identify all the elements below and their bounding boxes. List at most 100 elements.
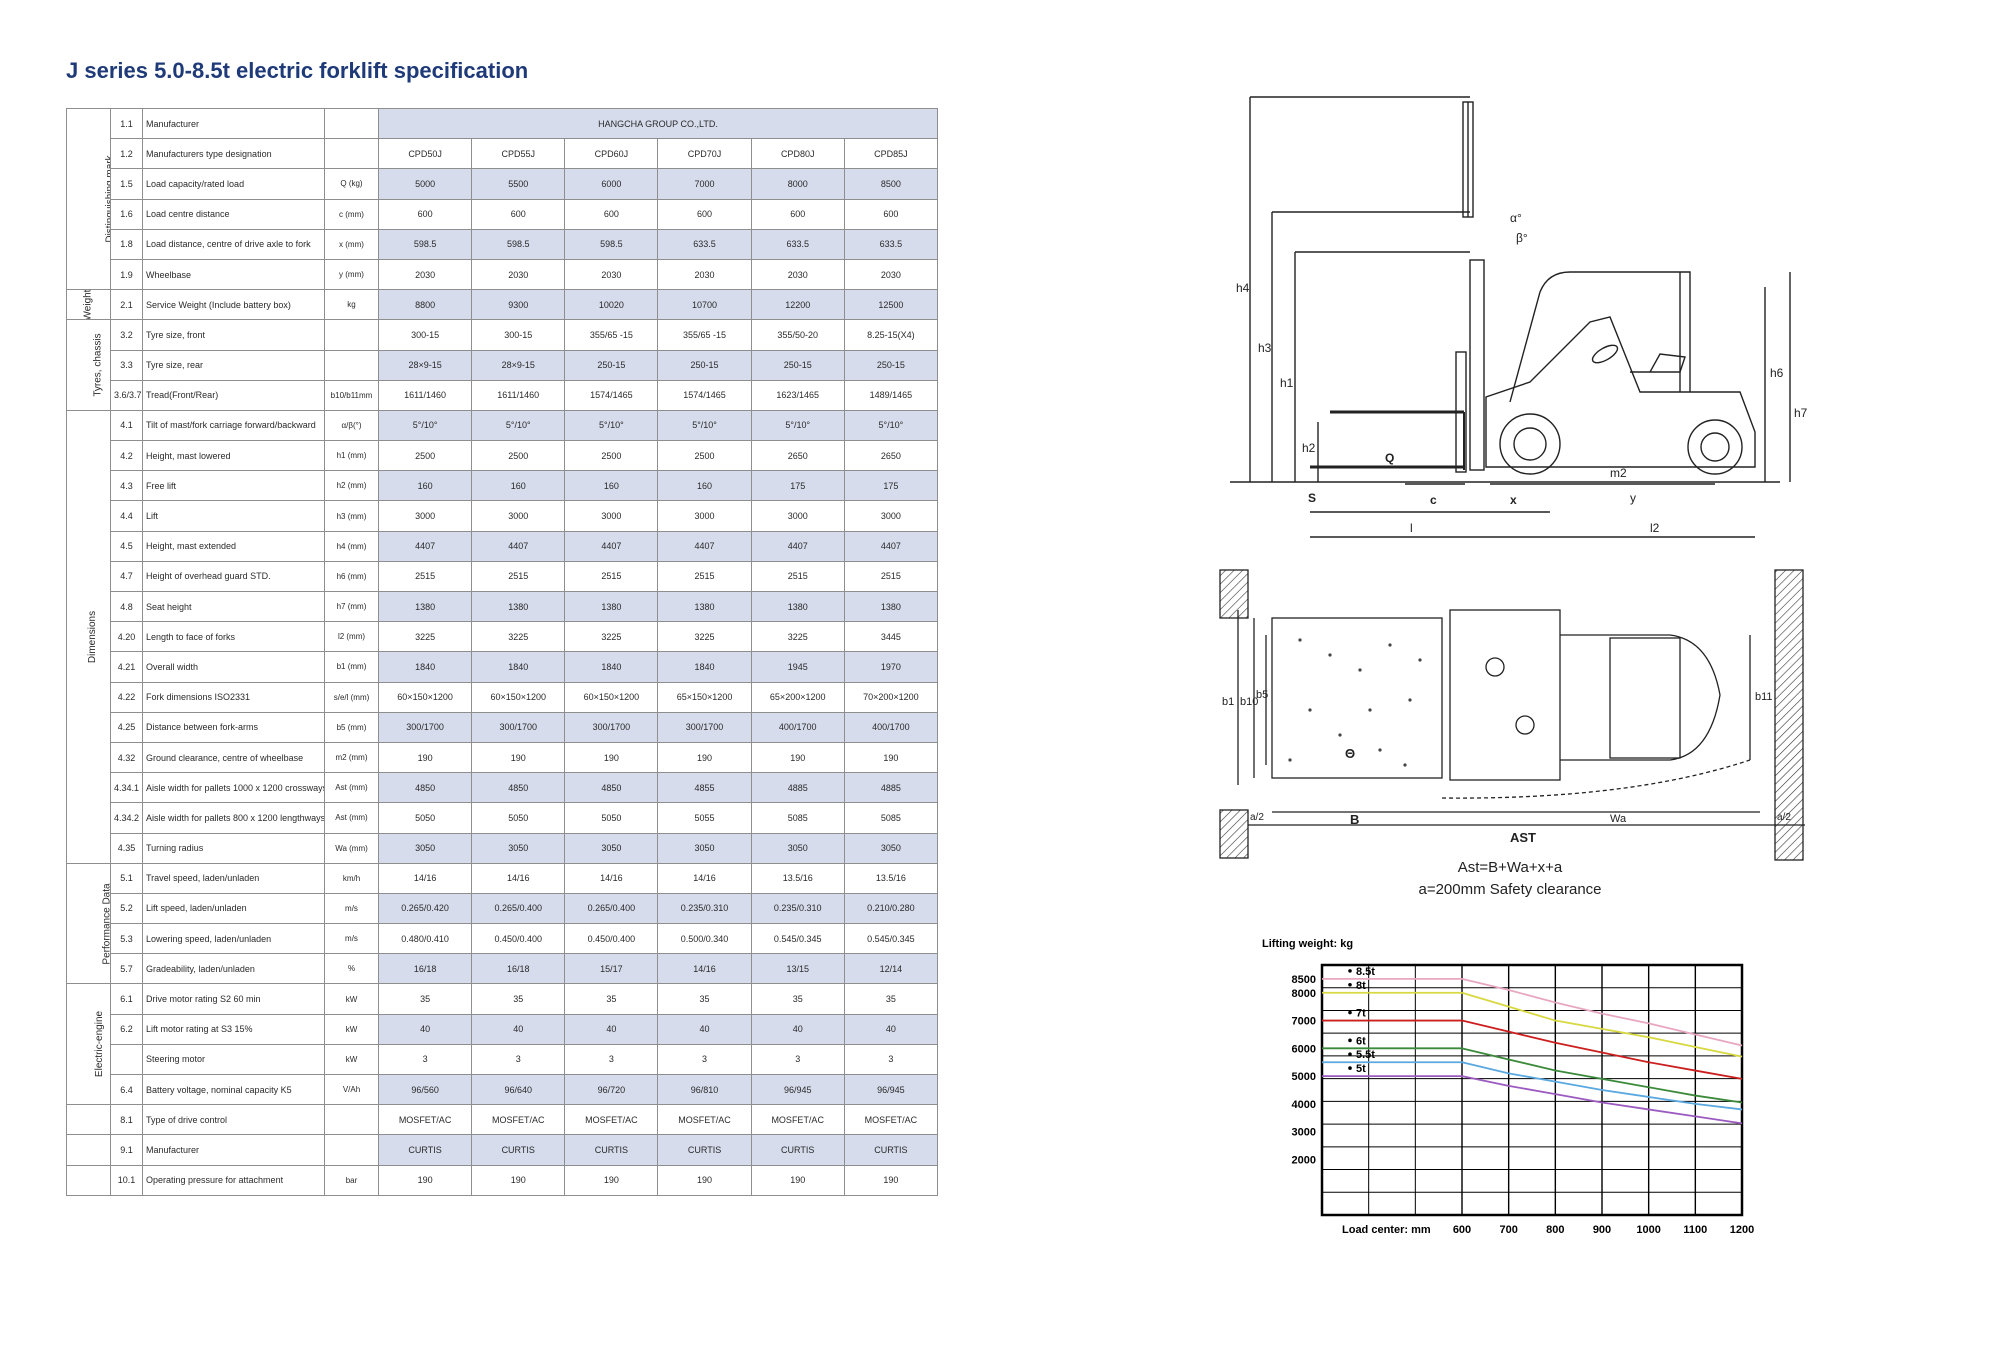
spec-value-cell: 3000	[377, 500, 473, 532]
spec-value-cell: 633.5	[750, 228, 845, 260]
spec-item-unit	[324, 1104, 379, 1136]
spec-item-number: 6.1	[110, 983, 143, 1015]
spec-item-number: 5.3	[110, 923, 143, 955]
spec-value-cell: 3000	[471, 500, 566, 532]
chart-legend-label: 5.5t	[1356, 1049, 1375, 1061]
spec-item-number: 3.6/3.7	[110, 379, 143, 411]
spec-value-cell: 3000	[657, 500, 752, 532]
spec-value-cell: 6000	[564, 168, 659, 200]
spec-item-label: Operating pressure for attachment	[142, 1164, 325, 1196]
spec-value-cell: 5500	[471, 168, 566, 200]
spec-item-unit: kW	[324, 1043, 379, 1076]
spec-value-cell: 1380	[657, 590, 752, 623]
spec-item-number: 6.2	[110, 1013, 143, 1045]
spec-value-cell: 0.545/0.345	[843, 923, 939, 955]
spec-value-cell: 600	[471, 198, 566, 230]
spec-value-cell: 2500	[471, 440, 566, 472]
manufacturer-value: HANGCHA GROUP CO.,LTD.	[378, 107, 938, 140]
spec-item-unit: V/Ah	[324, 1073, 379, 1106]
spec-value-cell: 96/810	[657, 1073, 752, 1106]
dim-alpha: α°	[1510, 211, 1522, 225]
spec-value-cell: 3	[843, 1043, 939, 1076]
spec-value-cell: 5°/10°	[657, 409, 752, 442]
dim-y: y	[1630, 491, 1636, 505]
spec-value-cell: 3225	[564, 621, 659, 653]
spec-value-cell: 5°/10°	[564, 409, 659, 442]
spec-value-cell: 600	[843, 198, 939, 230]
spec-value-cell: 60×150×1200	[471, 681, 566, 713]
spec-item-number	[110, 1043, 143, 1076]
spec-item-unit: s/e/l (mm)	[324, 681, 379, 713]
chart-y-tick-label: 8500	[1292, 974, 1316, 986]
spec-value-cell: 65×200×1200	[750, 681, 845, 713]
spec-value-cell: 190	[471, 1164, 566, 1196]
spec-item-unit: kW	[324, 1013, 379, 1045]
dim-b1: b1	[1222, 696, 1234, 708]
spec-item-unit: km/h	[324, 862, 379, 894]
spec-group-label: Performance Data	[66, 862, 111, 985]
dim-b: B	[1350, 812, 1359, 827]
ast-formula: Ast=B+Wa+x+a	[1458, 859, 1563, 876]
spec-value-cell: MOSFET/AC	[843, 1104, 939, 1136]
spec-value-cell: 1380	[564, 590, 659, 623]
spec-item-label: Fork dimensions ISO2331	[142, 681, 325, 713]
spec-value-cell: 633.5	[843, 228, 939, 260]
spec-group-label	[66, 1104, 111, 1136]
spec-item-number: 9.1	[110, 1134, 143, 1166]
spec-value-cell: 190	[750, 741, 845, 774]
spec-item-label: Lift speed, laden/unladen	[142, 892, 325, 925]
spec-item-number: 4.2	[110, 440, 143, 472]
chart-series-line	[1461, 991, 1743, 1058]
spec-value-cell: 175	[750, 470, 845, 502]
dim-wa: Wa	[1610, 813, 1627, 825]
spec-value-cell: 3	[564, 1043, 659, 1076]
spec-value-cell: 5050	[377, 802, 473, 834]
spec-item-label: Overall width	[142, 651, 325, 683]
dim-h2: h2	[1302, 441, 1316, 455]
spec-value-cell: 300/1700	[657, 711, 752, 743]
spec-item-label: Type of drive control	[142, 1104, 325, 1136]
spec-value-cell: 3050	[564, 832, 659, 864]
spec-item-number: 1.1	[110, 107, 143, 140]
spec-value-cell: 190	[377, 741, 473, 774]
spec-value-cell: 600	[377, 198, 473, 230]
spec-value-cell: 4885	[843, 772, 939, 804]
chart-series-line	[1461, 1061, 1743, 1111]
spec-item-number: 1.8	[110, 228, 143, 260]
spec-item-number: 4.5	[110, 530, 143, 562]
dim-a-right: a/2	[1777, 812, 1791, 823]
spec-item-unit: h2 (mm)	[324, 470, 379, 502]
spec-value-cell: 35	[564, 983, 659, 1015]
spec-value-cell: 1970	[843, 651, 939, 683]
spec-item-unit: b1 (mm)	[324, 651, 379, 683]
spec-value-cell: 3000	[750, 500, 845, 532]
spec-value-cell: 4407	[750, 530, 845, 562]
chart-series-line	[1461, 978, 1743, 1047]
spec-value-cell: CPD60J	[564, 138, 659, 170]
spec-value-cell: CPD80J	[750, 138, 845, 170]
spec-value-cell: 3050	[843, 832, 939, 864]
chart-legend-marker	[1348, 982, 1352, 987]
spec-item-number: 4.21	[110, 651, 143, 683]
spec-value-cell: 4407	[377, 530, 473, 562]
chart-y-tick-label: 3000	[1292, 1127, 1316, 1139]
spec-value-cell: 4407	[657, 530, 752, 562]
spec-value-cell: 1611/1460	[471, 379, 566, 411]
chart-x-tick-label: 800	[1546, 1224, 1564, 1236]
spec-value-cell: 3050	[377, 832, 473, 864]
spec-value-cell: 12500	[843, 289, 939, 321]
dim-h1: h1	[1280, 376, 1294, 390]
spec-value-cell: 5°/10°	[750, 409, 845, 442]
spec-item-number: 8.1	[110, 1104, 143, 1136]
